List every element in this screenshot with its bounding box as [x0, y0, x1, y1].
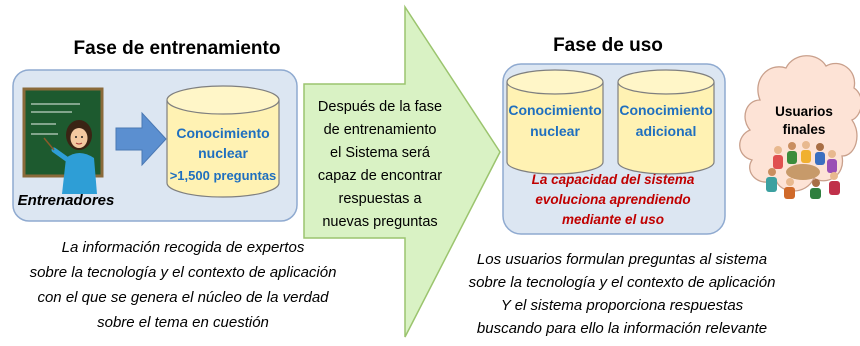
training-caption-line4: sobre el tema en cuestión	[97, 314, 269, 331]
transition-arrow	[303, 4, 501, 338]
usage-core-cylinder	[506, 69, 604, 175]
evolution-line2: evoluciona aprendiendo	[535, 192, 690, 207]
additional-knowledge-cylinder	[617, 69, 715, 175]
usage-caption-line3: Y el sistema proporciona respuestas	[501, 297, 744, 314]
transition-line5: respuestas a	[338, 191, 422, 207]
usage-caption-line1: Los usuarios formulan preguntas al siste…	[477, 251, 767, 268]
training-title: Fase de entrenamiento	[74, 38, 281, 59]
training-caption-line2: sobre la tecnología y el contexto de apl…	[30, 264, 337, 281]
transition-line6: nuevas preguntas	[322, 214, 437, 230]
training-caption-line1: La información recogida de expertos	[62, 239, 305, 256]
usage-title: Fase de uso	[553, 35, 663, 56]
additional-knowledge-line2: adicional	[636, 123, 697, 139]
additional-knowledge-line1: Conocimiento	[619, 102, 712, 118]
users-line1: Usuarios	[775, 104, 833, 119]
core-knowledge-line2: nuclear	[198, 145, 248, 161]
trainers-label: Entrenadores	[18, 192, 115, 209]
usage-core-line1: Conocimiento	[508, 102, 601, 118]
users-group-icon	[766, 141, 840, 199]
evolution-line3: mediante el uso	[562, 212, 664, 227]
transition-line1: Después de la fase	[318, 99, 442, 115]
teacher-at-blackboard-icon	[22, 87, 104, 194]
usage-caption-line4: buscando para ello la información releva…	[477, 320, 767, 337]
users-line2: finales	[783, 122, 826, 137]
blue-right-arrow-icon	[115, 111, 167, 167]
transition-line4: capaz de encontrar	[318, 168, 442, 184]
training-caption-line3: con el que se genera el núcleo de la ver…	[37, 289, 329, 306]
core-knowledge-cylinder	[166, 85, 280, 198]
transition-line2: de entrenamiento	[324, 122, 437, 138]
core-knowledge-line1: Conocimiento	[176, 125, 269, 141]
usage-caption-line2: sobre la tecnología y el contexto de apl…	[469, 274, 776, 291]
core-knowledge-line3: >1,500 preguntas	[170, 168, 277, 183]
transition-line3: el Sistema será	[330, 145, 431, 161]
usage-core-line2: nuclear	[530, 123, 580, 139]
evolution-line1: La capacidad del sistema	[532, 172, 695, 187]
